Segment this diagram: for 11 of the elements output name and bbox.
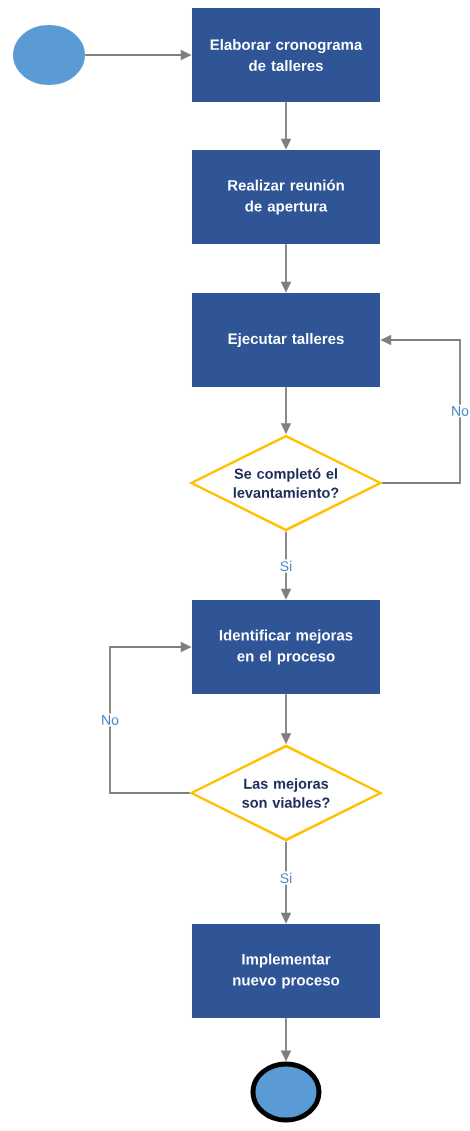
process-box: Identificar mejoras en el proceso: [192, 600, 380, 694]
process-box: Implementar nuevo proceso: [192, 924, 380, 1018]
process-box: Elaborar cronograma de talleres: [192, 8, 380, 102]
edge-label: Si: [278, 871, 294, 885]
edge-label: No: [99, 713, 121, 727]
process-box: Ejecutar talleres: [192, 293, 380, 387]
edge-label: No: [449, 404, 470, 418]
start-circle: [13, 25, 85, 85]
edge-label: Si: [278, 559, 294, 573]
end-circle: [250, 1061, 322, 1123]
process-box: Realizar reunión de apertura: [192, 150, 380, 244]
